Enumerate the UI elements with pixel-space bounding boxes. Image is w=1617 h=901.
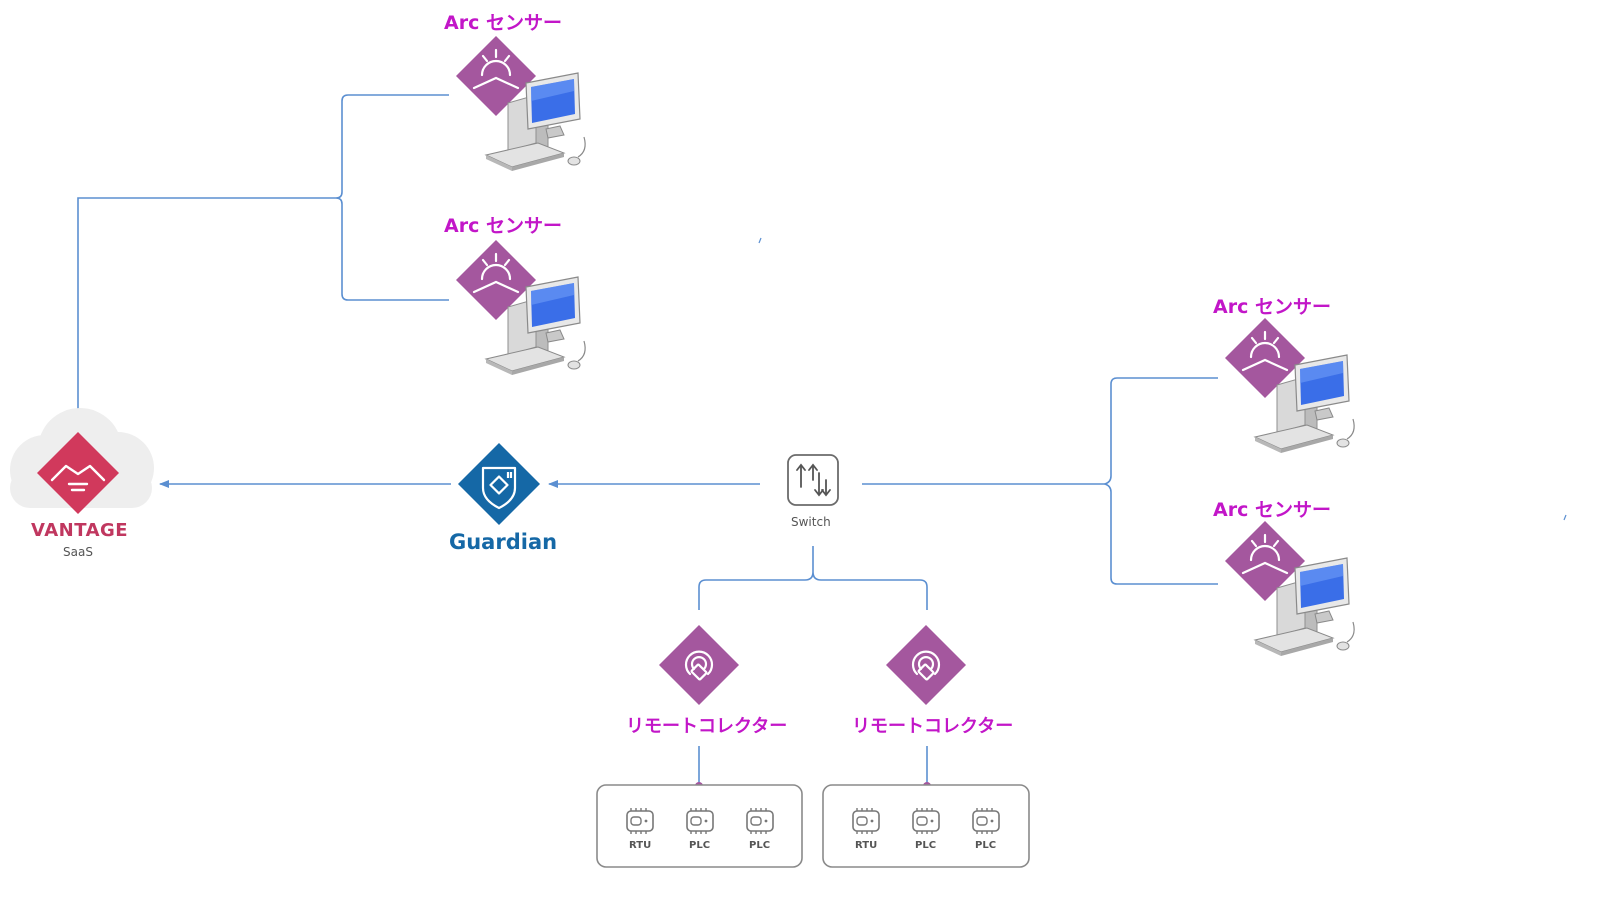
switch-icon (787, 454, 839, 506)
device-label-rtu: RTU (855, 840, 878, 851)
remote-collector-icon (657, 623, 741, 707)
rtu-chip-icon (852, 807, 880, 835)
remote-collector-label: リモートコレクター (852, 716, 1014, 737)
switch-node[interactable] (787, 454, 839, 506)
stray-mark (1563, 514, 1567, 521)
device-label-plc: PLC (975, 840, 997, 851)
vantage-saas-node[interactable] (10, 408, 154, 514)
rtu-chip-icon (626, 807, 654, 835)
device-group-2 (822, 784, 1030, 868)
arc-sensor-label: Arc センサー (1213, 499, 1331, 521)
guardian-node[interactable] (458, 443, 540, 525)
device-group-1 (596, 784, 803, 868)
plc-chip-icon (972, 807, 1000, 835)
vantage-subtitle: SaaS (63, 545, 93, 559)
arc-sensor-2[interactable] (454, 238, 586, 376)
remote-collector-label: リモートコレクター (626, 716, 788, 737)
bracket-top-sensors (335, 94, 449, 301)
vantage-title: VANTAGE (31, 520, 129, 541)
stray-mark (758, 237, 762, 244)
device-label-plc: PLC (689, 840, 711, 851)
plc-chip-icon (912, 807, 940, 835)
switch-label: Switch (791, 515, 831, 529)
remote-collector-icon (884, 623, 968, 707)
plc-chip-icon (746, 807, 774, 835)
guardian-shield-icon (458, 443, 540, 525)
arc-sensor-1[interactable] (454, 34, 586, 172)
plc-chip-icon (686, 807, 714, 835)
vantage-logo-icon (37, 432, 119, 514)
arc-sensor-label: Arc センサー (444, 12, 562, 34)
arc-sensor-label: Arc センサー (444, 215, 562, 237)
connector-lines (74, 94, 1218, 786)
remote-collector-2[interactable] (884, 623, 968, 707)
arc-sensor-label: Arc センサー (1213, 296, 1331, 318)
arc-sensor-3[interactable] (1223, 316, 1355, 454)
guardian-label: Guardian (449, 530, 558, 554)
arrow-sensors-to-vantage (74, 197, 336, 425)
bracket-switch-to-collectors (698, 546, 928, 610)
device-label-rtu: RTU (629, 840, 652, 851)
device-label-plc: PLC (749, 840, 771, 851)
remote-collector-1[interactable] (657, 623, 741, 707)
bracket-right-sensors (1102, 377, 1218, 585)
device-label-plc: PLC (915, 840, 937, 851)
arc-sensor-4[interactable] (1223, 519, 1355, 657)
